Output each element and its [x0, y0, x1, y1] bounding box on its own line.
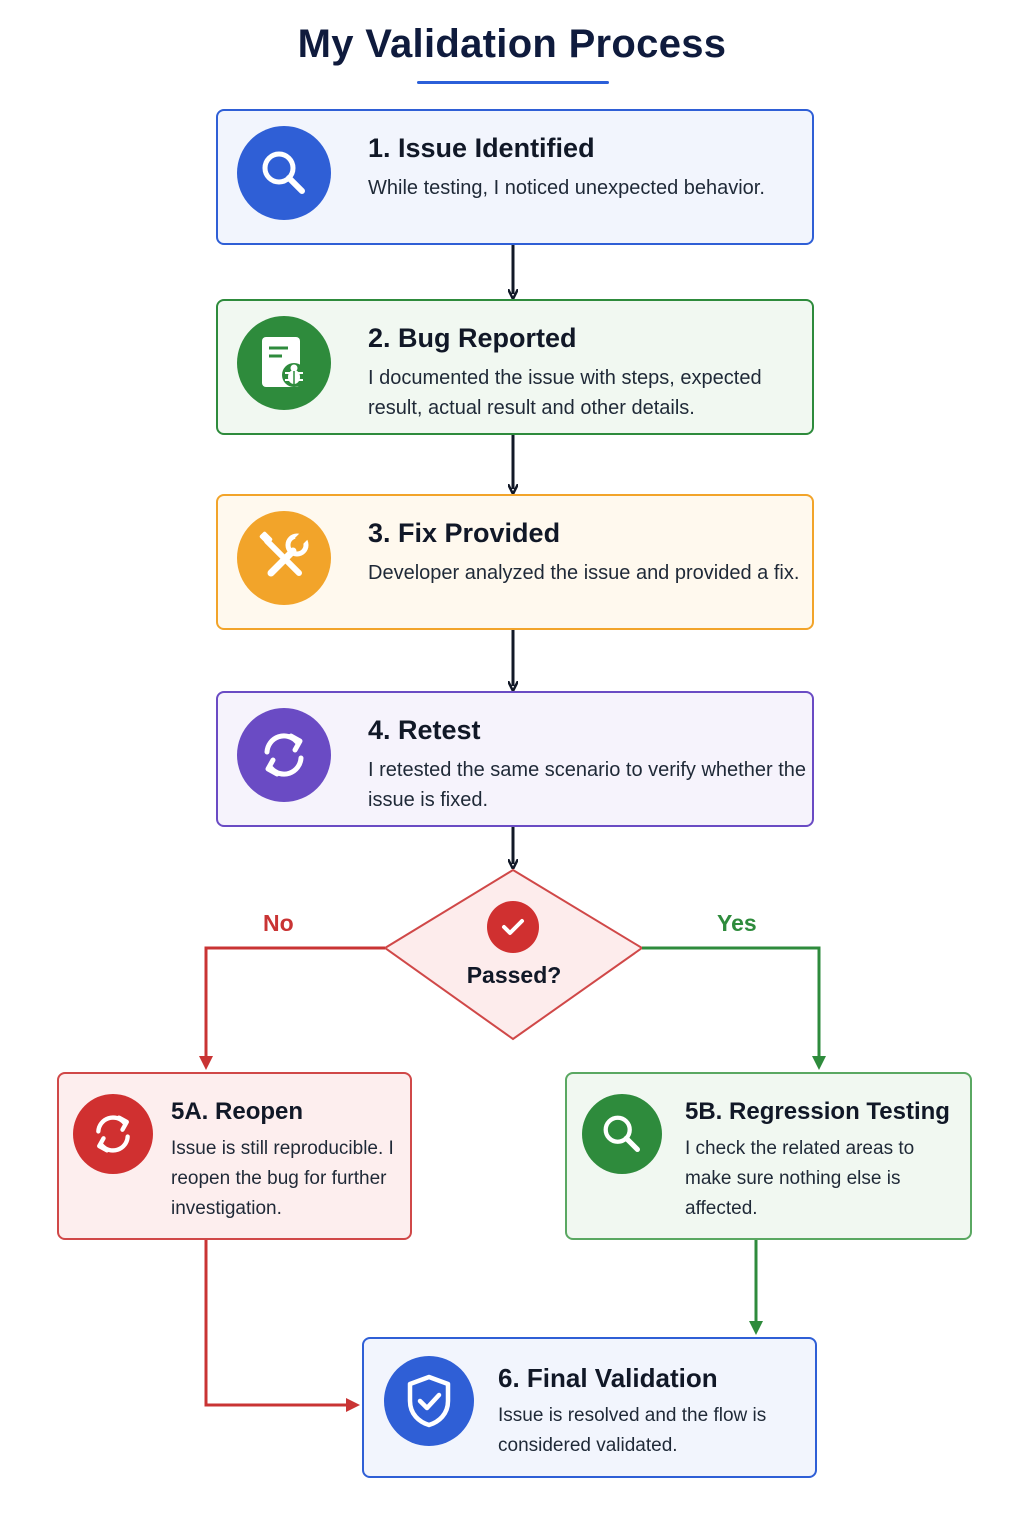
- step-final-validation: 6. Final Validation Issue is resolved an…: [362, 1337, 817, 1478]
- decision-diamond: [383, 868, 644, 1041]
- arrow-yes-branch: [642, 946, 826, 1070]
- step-description: While testing, I noticed unexpected beha…: [368, 177, 765, 199]
- step-retest: 4. Retest I retested the same scenario t…: [216, 691, 814, 827]
- yes-label: Yes: [717, 910, 757, 936]
- arrow-reopen-final: [204, 1240, 360, 1412]
- step-heading: 1. Issue Identified: [368, 133, 595, 163]
- bug-report-icon: [237, 316, 331, 410]
- step-description: I check the related areas to make sure n…: [685, 1138, 915, 1219]
- arrow-no-branch: [199, 946, 385, 1070]
- decision-label: Passed?: [466, 962, 562, 988]
- title-underline: [417, 81, 609, 84]
- step-reopen: 5A. Reopen Issue is still reproducible. …: [57, 1072, 412, 1240]
- no-label: No: [263, 910, 294, 936]
- step-description: I retested the same scenario to verify w…: [368, 759, 806, 811]
- step-regression-testing: 5B. Regression Testing I check the relat…: [565, 1072, 972, 1240]
- refresh-icon: [73, 1094, 153, 1174]
- step-fix-provided: 3. Fix Provided Developer analyzed the i…: [216, 494, 814, 630]
- page-title: My Validation Process: [297, 22, 727, 66]
- step-heading: 5A. Reopen: [171, 1098, 304, 1125]
- step-description: Issue is still reproducible. I reopen th…: [171, 1138, 394, 1219]
- refresh-icon: [237, 708, 331, 802]
- tools-icon: [237, 511, 331, 605]
- step-heading: 6. Final Validation: [498, 1363, 718, 1393]
- step-heading: 5B. Regression Testing: [685, 1098, 950, 1125]
- magnifier-icon: [237, 126, 331, 220]
- step-description: Developer analyzed the issue and provide…: [368, 562, 800, 584]
- step-heading: 3. Fix Provided: [368, 518, 561, 548]
- step-bug-reported: 2. Bug Reported I documented the issue w…: [216, 299, 814, 435]
- step-description: Issue is resolved and the flow is consid…: [498, 1405, 767, 1456]
- magnifier-icon: [582, 1094, 662, 1174]
- shield-check-icon: [384, 1356, 474, 1446]
- checkmark-icon: [487, 901, 539, 953]
- step-description: I documented the issue with steps, expec…: [368, 367, 762, 419]
- step-issue-identified: 1. Issue Identified While testing, I not…: [216, 109, 814, 245]
- step-heading: 4. Retest: [368, 715, 481, 745]
- step-heading: 2. Bug Reported: [368, 323, 577, 353]
